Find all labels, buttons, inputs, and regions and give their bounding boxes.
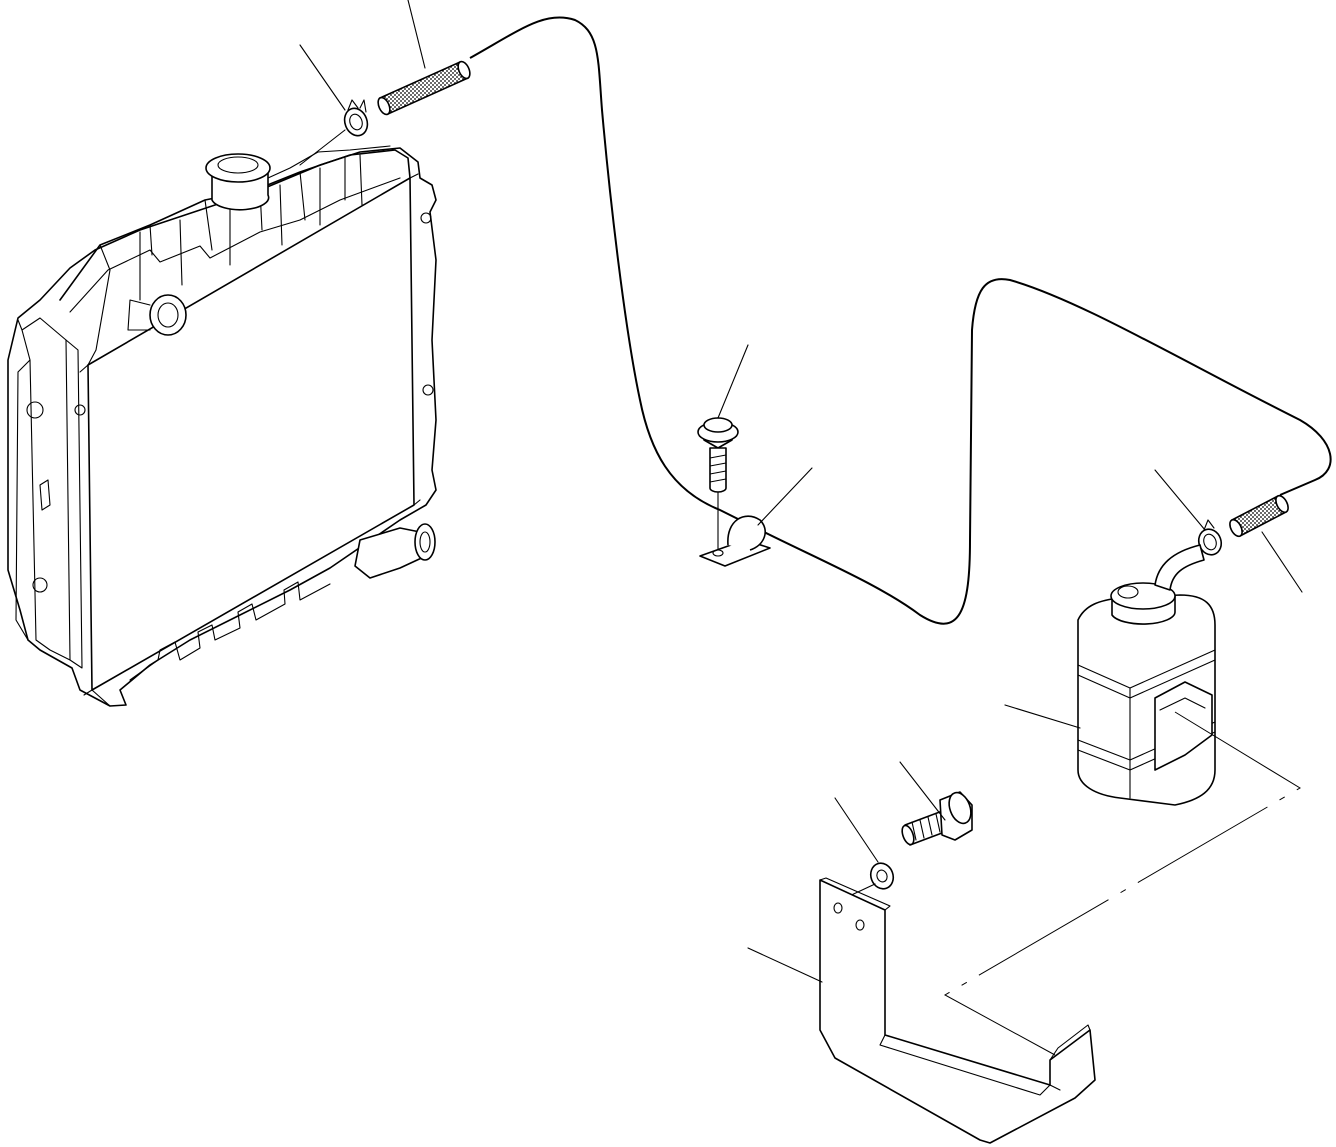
- bolt: [901, 791, 973, 846]
- flange-bolt: [697, 417, 739, 493]
- tube-clip: [699, 515, 771, 567]
- hose-upper: [377, 60, 471, 116]
- radiator: [7, 145, 437, 707]
- hose-lower: [1229, 494, 1289, 538]
- hose-clamp-upper: [343, 99, 369, 137]
- leader-lines: [299, 0, 1303, 983]
- reserve-tank: [1077, 544, 1216, 806]
- overflow-tube: [469, 16, 1332, 625]
- washer: [869, 862, 895, 890]
- hose-clamp-lower: [1197, 519, 1223, 556]
- tank-bracket: [819, 877, 1096, 1144]
- clamp-to-radiator-line: [299, 129, 346, 166]
